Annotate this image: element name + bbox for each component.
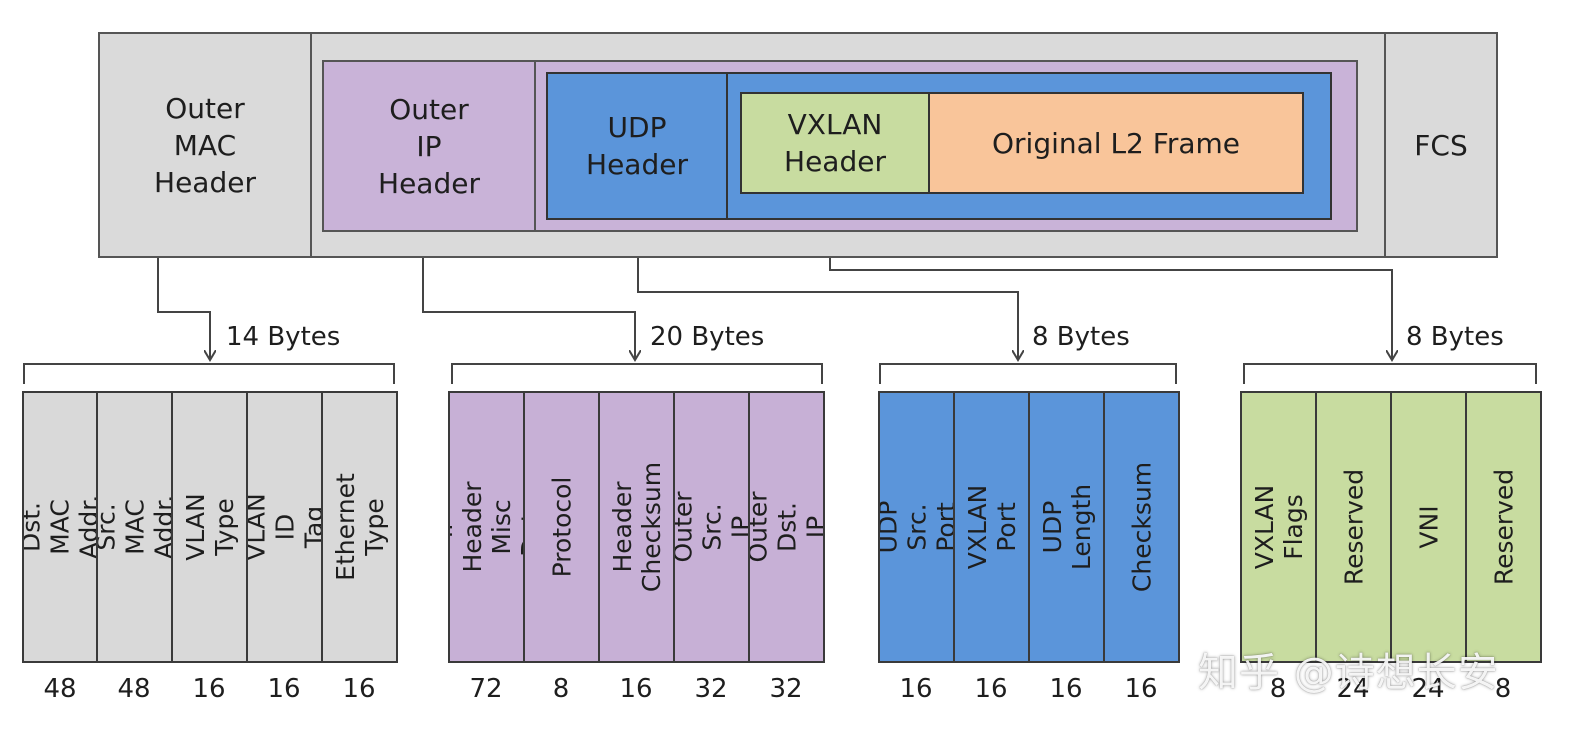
field-label: Reserved	[1339, 468, 1368, 586]
bits-udp-src-port: 16	[899, 674, 933, 704]
watermark: 知乎 @诗想长安	[1198, 650, 1499, 696]
bits-src-mac: 48	[117, 674, 151, 704]
field-reserved-2: Reserved	[1465, 391, 1542, 663]
udp-header-label: UDP Header	[586, 111, 688, 181]
bits-vni: 24	[1411, 674, 1445, 704]
field-label: Ethernet Type	[330, 473, 389, 581]
field-label: Checksum	[1127, 461, 1156, 593]
field-label: Src. MAC Addr.	[96, 494, 173, 560]
field-label: Dst. MAC Addr.	[22, 494, 98, 560]
field-label: IP Header Misc Data	[448, 481, 525, 573]
field-label: VXLAN Flags	[1249, 484, 1308, 570]
original-l2-frame-label: Original L2 Frame	[991, 126, 1241, 160]
bytes-label-vxlan: 8 Bytes	[1406, 322, 1504, 352]
field-vlan-type: VLAN Type	[171, 391, 248, 663]
field-outer-dst-ip: Outer Dst. IP	[748, 391, 825, 663]
bits-udp-checksum: 16	[1124, 674, 1158, 704]
field-label: Outer Src. IP	[673, 491, 750, 563]
field-label: Header Checksum	[607, 461, 666, 593]
field-label: VLAN ID Tag	[246, 493, 323, 561]
fcs-segment: FCS	[1384, 34, 1496, 256]
field-udp-length: UDP Length	[1028, 391, 1105, 663]
outer-ip-header: Outer IP Header	[324, 62, 536, 230]
bits-reserved-1: 24	[1336, 674, 1370, 704]
bits-outer-dst-ip: 32	[769, 674, 803, 704]
bits-vxlan-port: 16	[974, 674, 1008, 704]
bracket-udp	[879, 363, 1177, 384]
outer-ip-header-label: Outer IP Header	[378, 92, 480, 200]
field-label: Protocol	[547, 476, 576, 578]
bits-vxlan-flags: 8	[1269, 674, 1287, 704]
field-protocol: Protocol	[523, 391, 600, 663]
bits-vlan-type: 16	[192, 674, 226, 704]
udp-header: UDP Header	[548, 74, 728, 218]
field-label: UDP Length	[1037, 483, 1096, 571]
field-udp-checksum: Checksum	[1103, 391, 1180, 663]
field-label: VNI	[1414, 505, 1443, 549]
outer-mac-header: Outer MAC Header	[100, 34, 312, 256]
bytes-label-ip: 20 Bytes	[650, 322, 765, 352]
original-l2-frame: Original L2 Frame	[928, 92, 1304, 194]
field-vlan-id-tag: VLAN ID Tag	[246, 391, 323, 663]
bytes-label-udp: 8 Bytes	[1032, 322, 1130, 352]
field-src-mac: Src. MAC Addr.	[96, 391, 173, 663]
field-header-checksum: Header Checksum	[598, 391, 675, 663]
bits-dst-mac: 48	[43, 674, 77, 704]
vxlan-header: VXLAN Header	[740, 92, 930, 194]
field-label: VLAN Type	[180, 493, 239, 561]
field-ethernet-type: Ethernet Type	[321, 391, 398, 663]
field-label: Outer Dst. IP	[748, 491, 825, 563]
connector-ip	[422, 233, 635, 360]
field-udp-src-port: UDP Src. Port	[878, 391, 955, 663]
bits-ethernet-type: 16	[342, 674, 376, 704]
field-ip-header-misc: IP Header Misc Data	[448, 391, 525, 663]
field-reserved-1: Reserved	[1315, 391, 1392, 663]
fcs-label: FCS	[1414, 128, 1468, 162]
vxlan-header-label: VXLAN Header	[784, 108, 886, 178]
bits-ip-header-misc: 72	[469, 674, 503, 704]
field-vxlan-flags: VXLAN Flags	[1240, 391, 1317, 663]
bracket-ip	[451, 363, 823, 384]
bytes-label-mac: 14 Bytes	[226, 322, 341, 352]
bits-vlan-id-tag: 16	[267, 674, 301, 704]
bits-protocol: 8	[552, 674, 570, 704]
field-outer-src-ip: Outer Src. IP	[673, 391, 750, 663]
bits-udp-length: 16	[1049, 674, 1083, 704]
field-vxlan-port: VXLAN Port	[953, 391, 1030, 663]
bits-reserved-2: 8	[1494, 674, 1512, 704]
bracket-vxlan	[1243, 363, 1537, 384]
field-label: VXLAN Port	[962, 484, 1021, 570]
field-vni: VNI	[1390, 391, 1467, 663]
outer-mac-header-label: Outer MAC Header	[154, 91, 256, 199]
field-dst-mac: Dst. MAC Addr.	[22, 391, 98, 663]
bits-header-checksum: 16	[619, 674, 653, 704]
connector-mac	[157, 258, 210, 360]
bracket-mac	[23, 363, 395, 384]
field-label: UDP Src. Port	[878, 500, 955, 554]
field-label: Reserved	[1489, 468, 1518, 586]
bits-outer-src-ip: 32	[694, 674, 728, 704]
